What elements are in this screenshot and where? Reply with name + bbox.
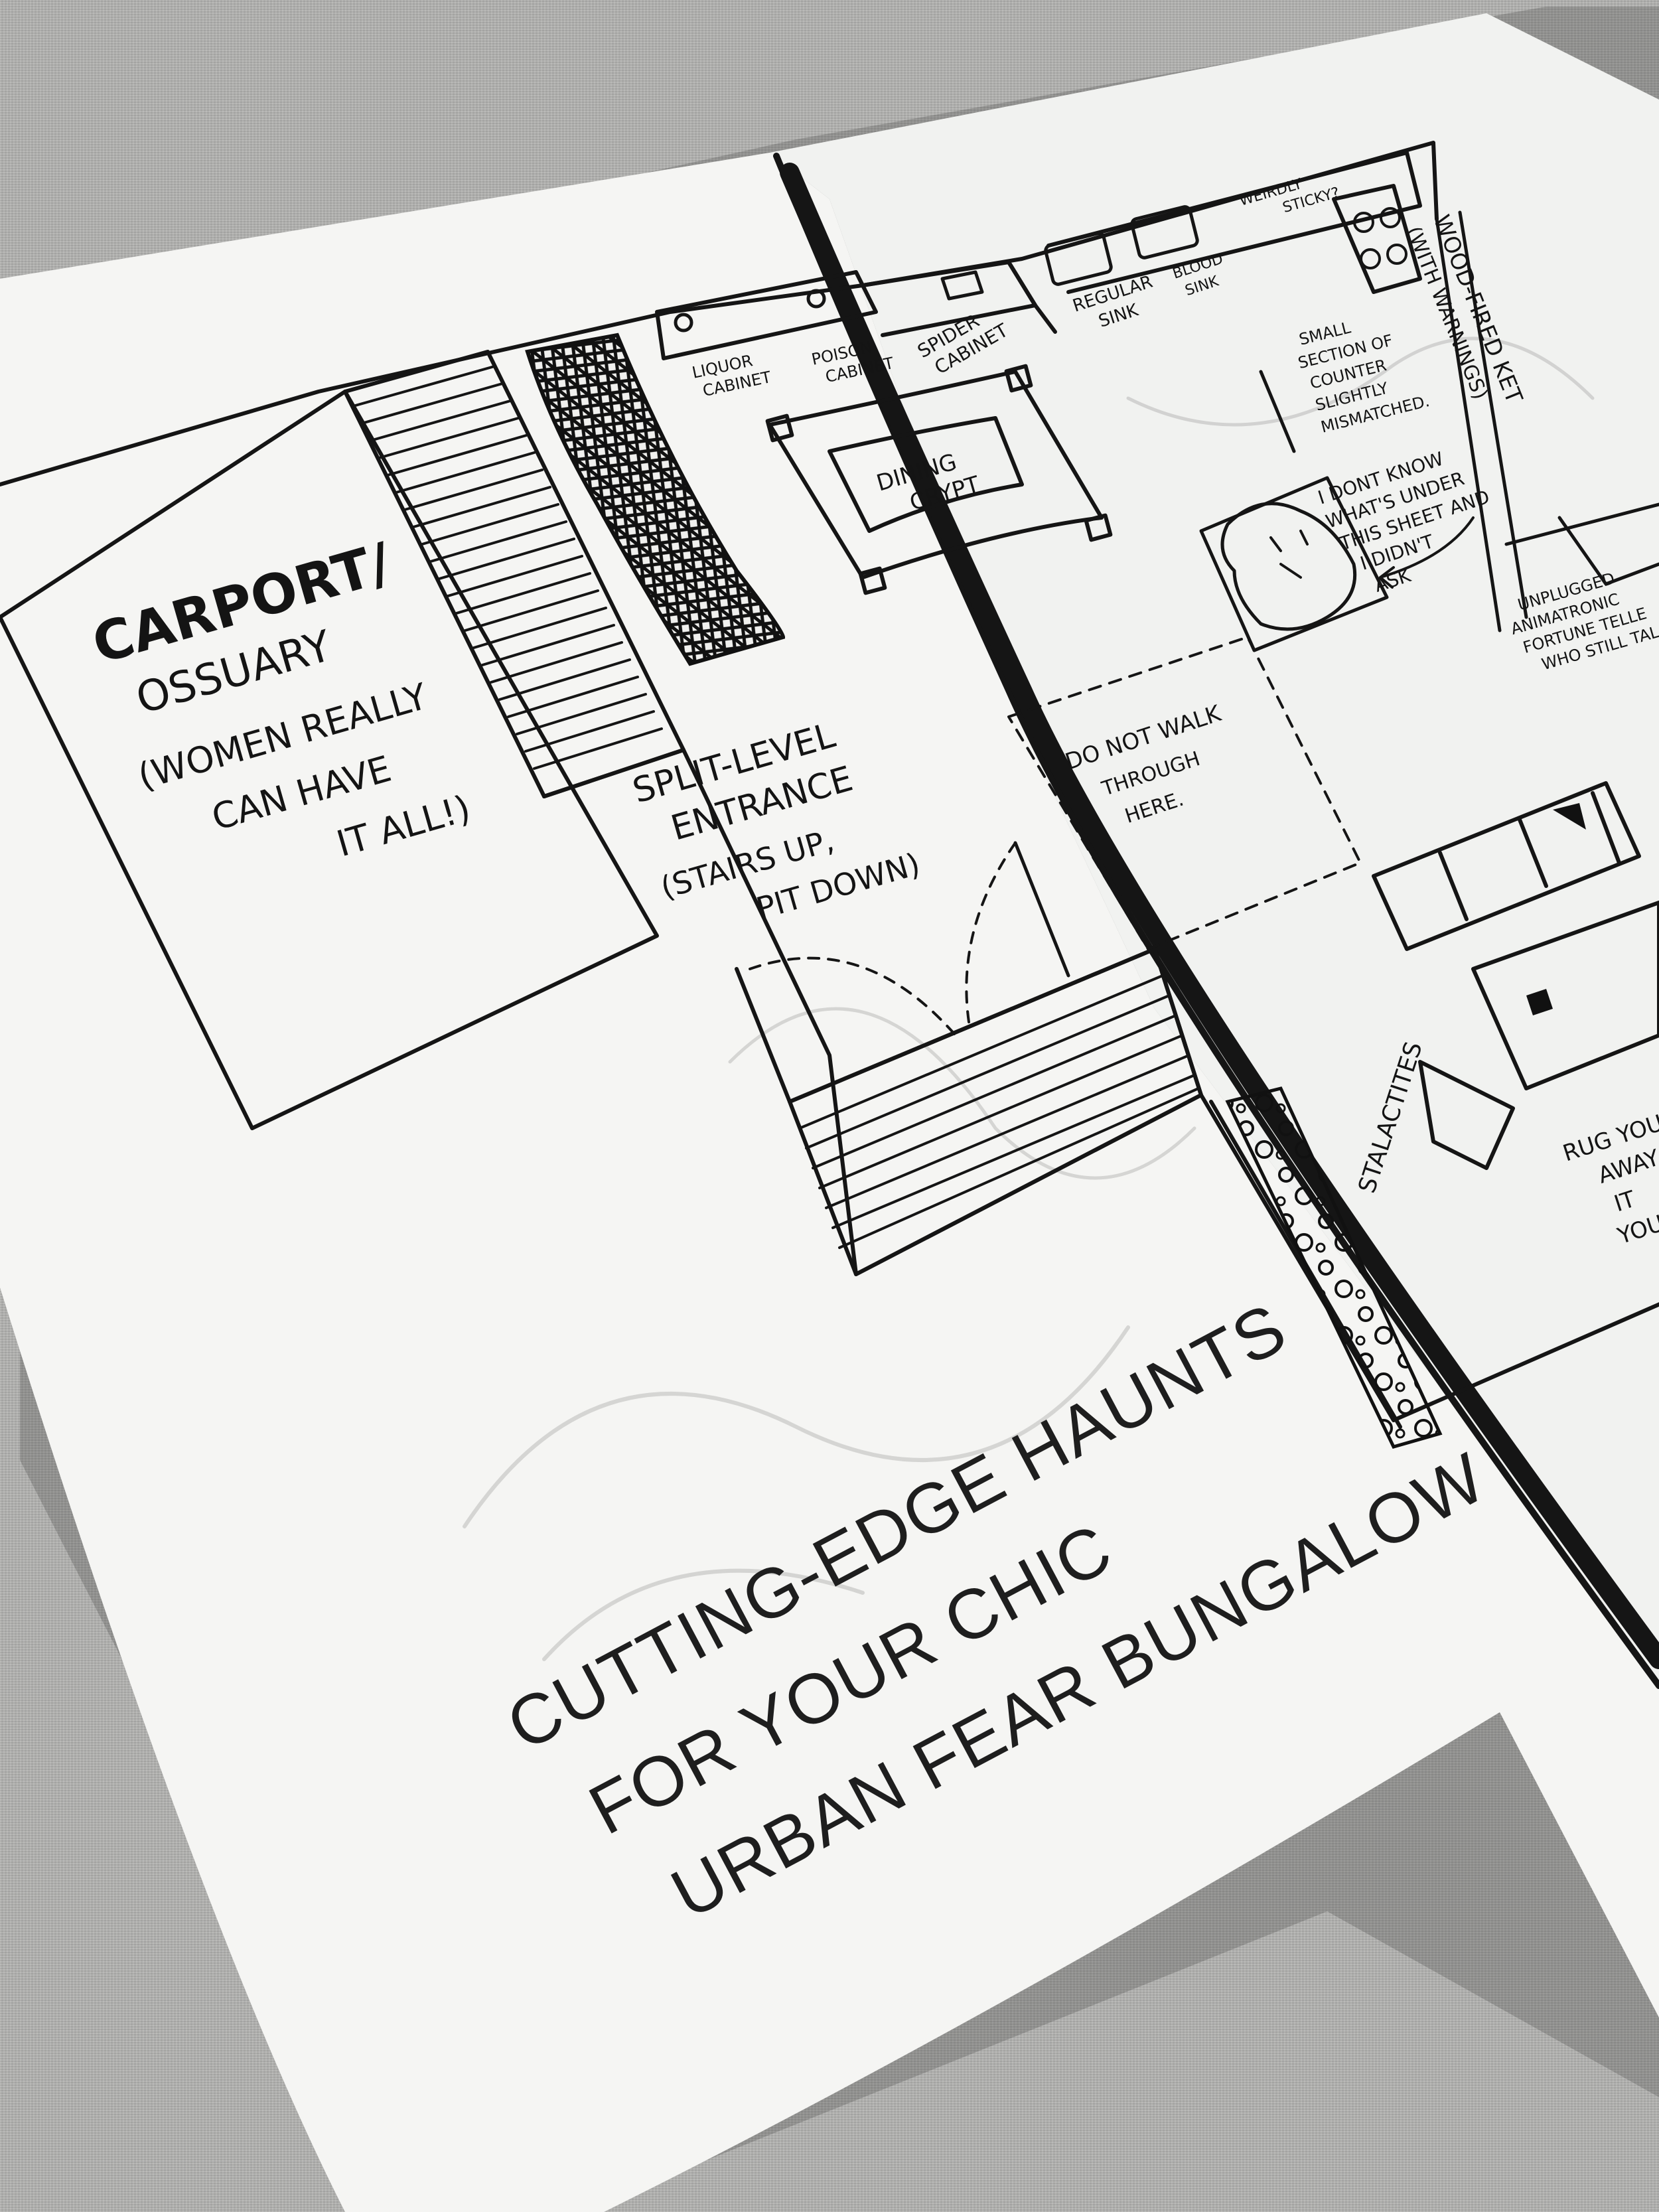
- stove-burners: [1353, 207, 1407, 269]
- carport-outline: [0, 390, 659, 1130]
- stair-treads-lower: [798, 974, 1200, 1249]
- sinks: [674, 205, 1199, 332]
- dining-crypt: [765, 364, 1113, 595]
- left-page: [0, 153, 1659, 2212]
- pit-door-jamb: [1013, 841, 1070, 978]
- hatched-runner: [525, 332, 786, 666]
- sheet-covered-object: [1199, 476, 1389, 652]
- sofa: [1372, 781, 1659, 1170]
- sheet-note-arrow-icon: [1379, 516, 1475, 589]
- right-page: [770, 13, 1659, 1686]
- floorplan: [0, 141, 1659, 1429]
- sofa-accent-icon: [1553, 803, 1586, 830]
- kitchen-walls: [1259, 210, 1659, 632]
- cabinets-outline: [655, 270, 878, 360]
- stalactites-area: [1225, 1086, 1443, 1449]
- spine-shadow: [780, 163, 1659, 1669]
- stair-treads-top: [352, 365, 663, 770]
- pit-door-arcs: [735, 842, 1017, 1037]
- coffee-table-ornament-icon: [1526, 989, 1553, 1015]
